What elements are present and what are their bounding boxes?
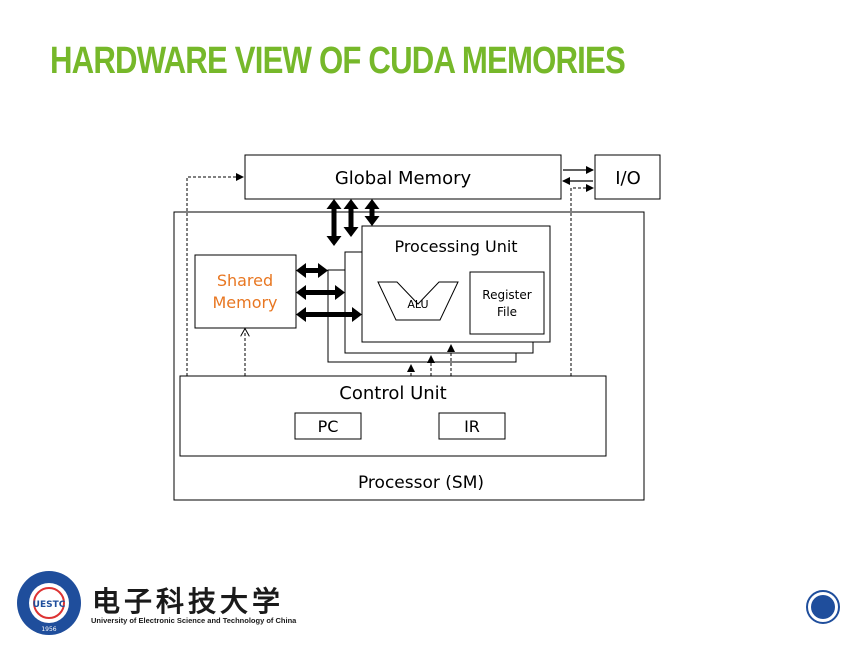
global-memory-label: Global Memory	[335, 168, 472, 189]
register-file-label-line2: File	[497, 305, 517, 319]
control-unit-box	[179, 375, 607, 457]
control-to-io-arrow	[570, 184, 594, 376]
slide-nav-button[interactable]	[806, 590, 840, 624]
shared-memory-box	[194, 254, 297, 329]
svg-text:UESTC: UESTC	[33, 600, 66, 610]
global-to-pu2-arrow	[343, 199, 359, 237]
shared-memory-label-line2: Memory	[212, 293, 277, 312]
processing-unit-label: Processing Unit	[394, 237, 517, 256]
ir-label: IR	[464, 417, 480, 436]
pc-label: PC	[318, 417, 339, 436]
shared-memory-label-line1: Shared	[217, 271, 273, 290]
uestc-emblem-icon: UESTC 1956	[17, 571, 81, 635]
university-logo: UESTC 1956 电子科技大学 University of Electron…	[14, 570, 296, 640]
svg-text:1956: 1956	[41, 626, 56, 633]
alu-label: ALU	[407, 298, 428, 311]
shared-to-pu2-arrow	[296, 285, 345, 300]
io-label: I/O	[615, 168, 641, 189]
ir-register-box	[438, 412, 506, 440]
register-file-box	[469, 271, 545, 335]
register-file-label-line1: Register	[482, 288, 531, 302]
io-box	[594, 154, 661, 200]
global-memory-box	[244, 154, 562, 200]
alu-shape	[377, 281, 459, 321]
pc-register-box	[294, 412, 362, 440]
processor-label: Processor (SM)	[358, 473, 484, 493]
university-name-english: University of Electronic Science and Tec…	[91, 616, 297, 625]
shared-to-pu1-arrow	[296, 307, 362, 322]
control-to-global-arrow	[186, 173, 244, 376]
shared-to-pu3-arrow	[296, 263, 328, 278]
university-name-chinese: 电子科技大学	[92, 585, 285, 618]
control-unit-label: Control Unit	[339, 383, 446, 404]
global-to-pu3-arrow	[326, 199, 342, 246]
slide-title: HARDWARE VIEW OF CUDA MEMORIES	[50, 40, 626, 82]
global-to-pu1-arrow	[364, 199, 380, 226]
